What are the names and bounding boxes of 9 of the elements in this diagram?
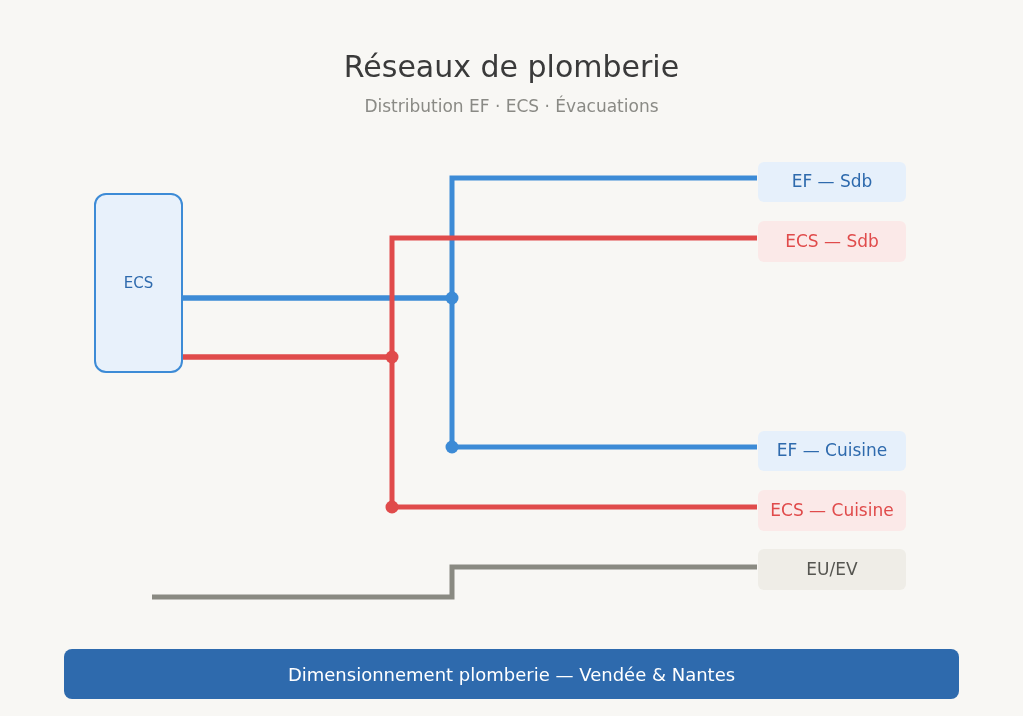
subtitle: Distribution EF · ECS · Évacuations [364, 94, 659, 118]
outlet-label-box: EF — Cuisine [758, 431, 906, 471]
outlet-label-box: EU/EV [758, 549, 906, 590]
water-heater-box: ECS [94, 193, 183, 373]
outlet-label-box: EF — Sdb [758, 162, 906, 202]
outlet-label-box: ECS — Sdb [758, 221, 906, 262]
outlet-label-box: ECS — Cuisine [758, 490, 906, 531]
diagram-title: Réseaux de plomberie [343, 48, 680, 86]
footer-banner: Dimensionnement plomberie — Vendée & Nantes [64, 649, 959, 699]
